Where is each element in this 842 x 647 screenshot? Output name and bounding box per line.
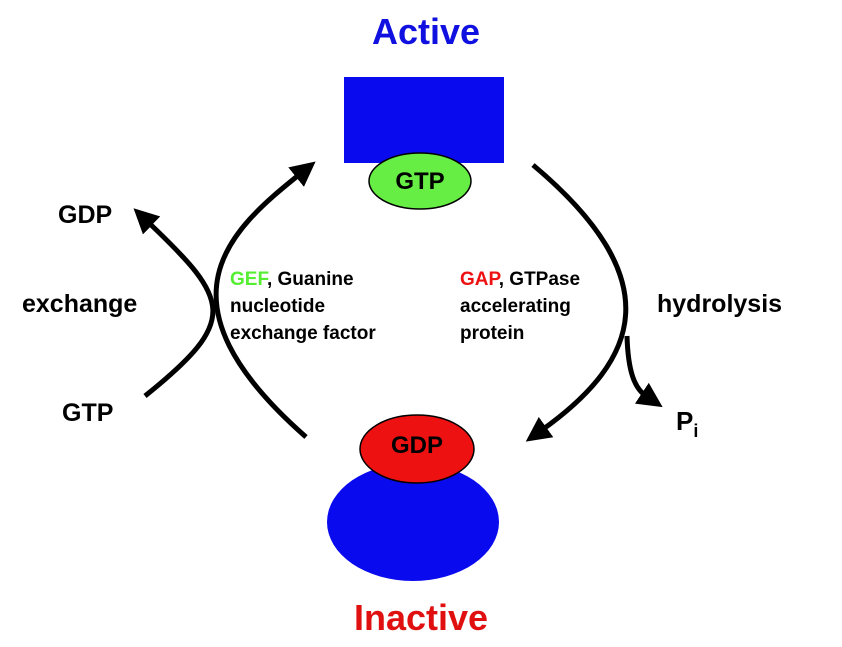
gtp-bound-ellipse	[368, 152, 472, 210]
gef-line-1-rest: , Guanine	[266, 269, 354, 290]
gap-line-1-rest: , GTPase	[498, 269, 581, 290]
gtp-uptake-label: GTP	[62, 399, 114, 427]
exchange-label: exchange	[22, 290, 138, 318]
gap-line-2: accelerating	[460, 296, 571, 317]
hydrolysis-label: hydrolysis	[657, 290, 783, 318]
gdp-bound-label: GDP	[390, 432, 443, 459]
gap-abbreviation: GAP	[460, 269, 499, 290]
exchange-arrow	[133, 208, 216, 398]
inactive-protein-shape	[327, 463, 499, 581]
active-title: Active	[372, 11, 481, 52]
phosphate-release-arrow	[624, 335, 663, 408]
phosphate-subscript: i	[693, 421, 699, 441]
inactive-title: Inactive	[354, 597, 489, 638]
phosphate-label: Pi	[676, 408, 698, 440]
gef-line-2: nucleotide	[230, 296, 326, 317]
active-protein-shape	[344, 77, 504, 163]
phosphate-symbol: P	[676, 406, 694, 436]
gap-line-3: protein	[460, 323, 525, 344]
gdp-bound-ellipse	[359, 414, 475, 484]
gap-line-1: GAP, GTPase	[460, 266, 580, 293]
gef-description: GEF, Guanine nucleotide exchange factor	[230, 266, 376, 347]
gef-line-3: exchange factor	[230, 323, 376, 344]
activation-arrow	[213, 161, 316, 439]
gtp-bound-label: GTP	[395, 168, 445, 195]
gap-description: GAP, GTPase accelerating protein	[460, 266, 580, 347]
inactivation-arrow	[525, 163, 629, 442]
gef-abbreviation: GEF	[230, 269, 267, 290]
gef-line-1: GEF, Guanine	[230, 266, 376, 293]
gdp-release-label: GDP	[58, 201, 113, 229]
